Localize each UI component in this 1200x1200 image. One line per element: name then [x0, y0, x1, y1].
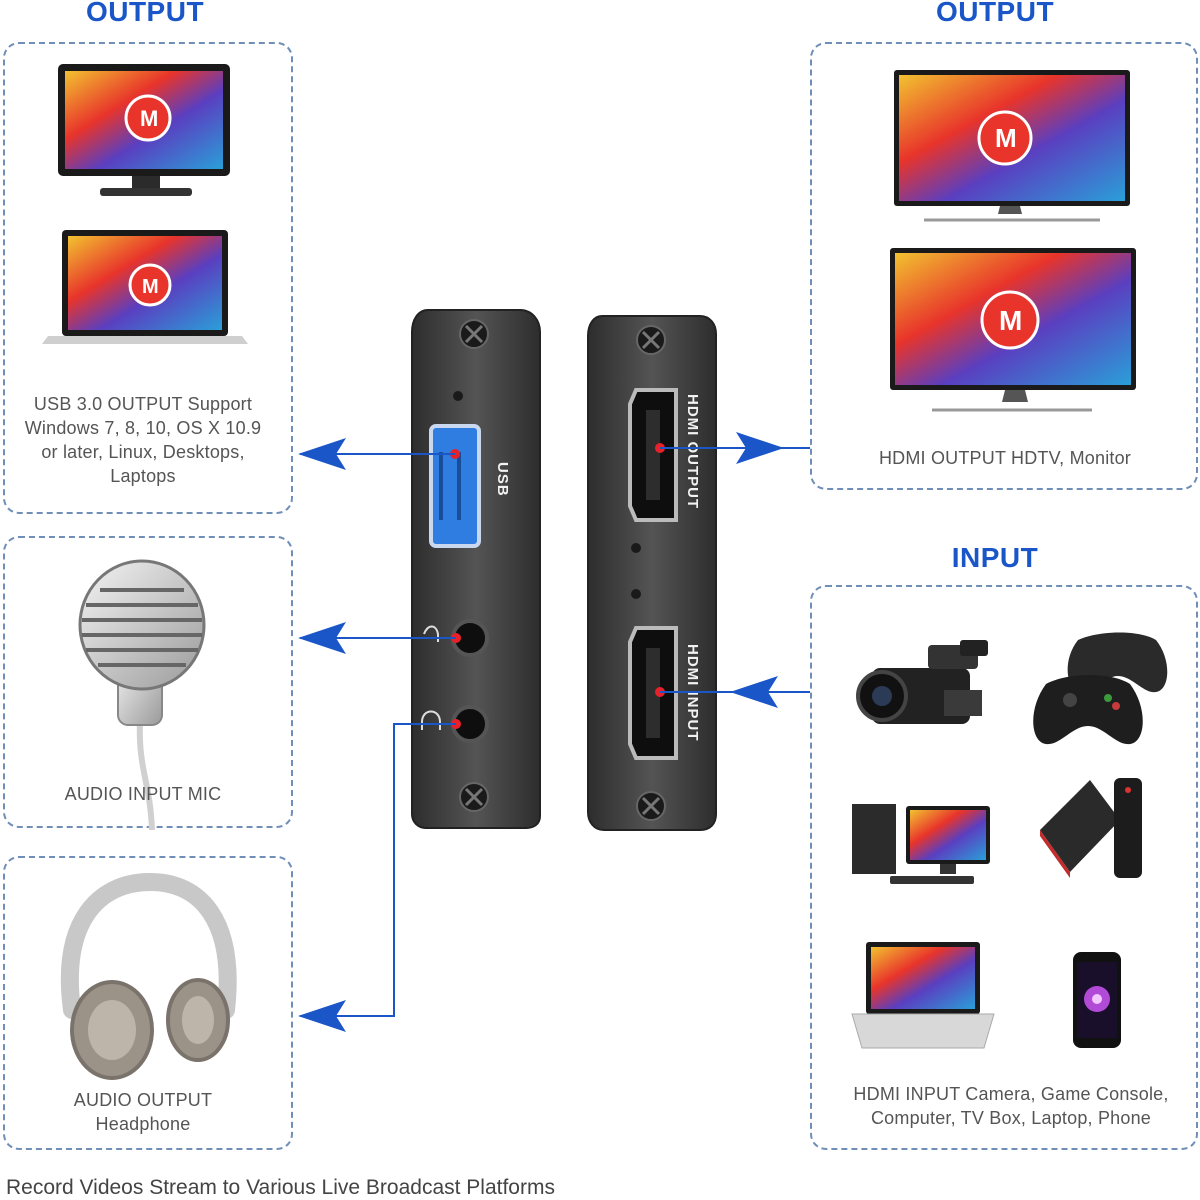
svg-text:M: M [142, 276, 159, 298]
footer-tagline: Record Videos Stream to Various Live Bro… [6, 1176, 555, 1200]
monitor-large-icon: M [890, 248, 1136, 410]
laptop-icon [852, 942, 994, 1048]
usb-output-caption: USB 3.0 OUTPUT Support Windows 7, 8, 10,… [20, 392, 266, 488]
game-controller-icon [1033, 633, 1167, 745]
audio-output-caption-line2: Headphone [20, 1112, 266, 1136]
hdmi-input-caption: HDMI INPUT Camera, Game Console, Compute… [836, 1082, 1186, 1130]
monitor-icon: M [58, 64, 230, 196]
desktop-computer-icon [852, 804, 990, 884]
tv-box-icon [1040, 778, 1142, 878]
hdtv-icon: M [894, 70, 1130, 220]
usb-port-label: USB [494, 462, 511, 497]
headphones-icon [70, 882, 228, 1078]
hdmi-output-caption: HDMI OUTPUT HDTV, Monitor [830, 446, 1180, 470]
smartphone-icon [1073, 952, 1121, 1048]
capture-device-hdmi-side: HDMI OUTPUT HDMI INPUT [588, 316, 716, 830]
audio-input-caption: AUDIO INPUT MIC [20, 782, 266, 806]
svg-text:M: M [140, 106, 158, 131]
svg-text:M: M [999, 305, 1022, 336]
audio-output-caption-line1: AUDIO OUTPUT [20, 1088, 266, 1112]
svg-text:M: M [995, 123, 1017, 153]
laptop-icon: M [42, 230, 248, 344]
camcorder-icon [858, 640, 988, 724]
hdmi-output-port-label: HDMI OUTPUT [684, 394, 701, 509]
capture-device-usb-side: USB [412, 310, 540, 828]
